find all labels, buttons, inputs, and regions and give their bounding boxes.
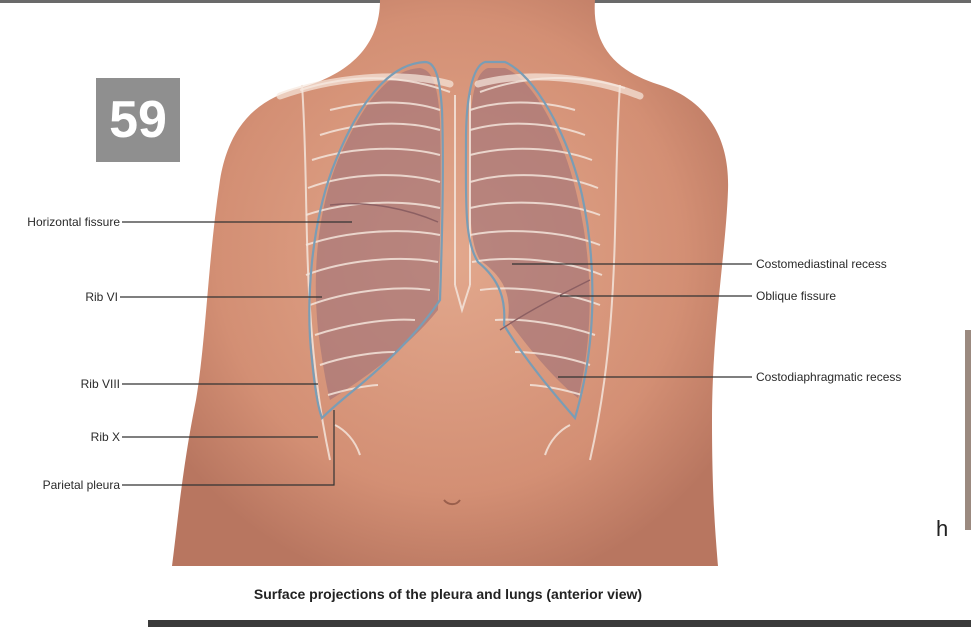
oblique-fissure-line — [499, 279, 591, 331]
label-costodiaphragmatic-recess: Costodiaphragmatic recess — [756, 370, 902, 384]
label-rib-vi: Rib VI — [85, 290, 118, 304]
navel — [443, 499, 461, 506]
label-parietal-pleura: Parietal pleura — [42, 478, 120, 492]
label-rib-viii: Rib VIII — [80, 377, 120, 391]
leader-lines — [120, 221, 752, 486]
left-pleura-line — [464, 60, 594, 421]
figure-number-badge: 59 — [96, 78, 180, 162]
label-rib-x: Rib X — [90, 430, 120, 444]
right-pleura-line — [308, 60, 444, 420]
label-costomediastinal-recess: Costomediastinal recess — [756, 257, 887, 271]
clavicle-left — [474, 73, 644, 100]
torso-silhouette — [172, 0, 729, 566]
horizontal-fissure-line — [329, 202, 439, 223]
label-horizontal-fissure: Horizontal fissure — [27, 215, 120, 229]
clavicle-right — [276, 73, 454, 100]
cropped-text-fragment: h — [936, 516, 949, 541]
label-oblique-fissure: Oblique fissure — [756, 289, 837, 303]
figure-caption: Surface projections of the pleura and lu… — [253, 586, 643, 602]
